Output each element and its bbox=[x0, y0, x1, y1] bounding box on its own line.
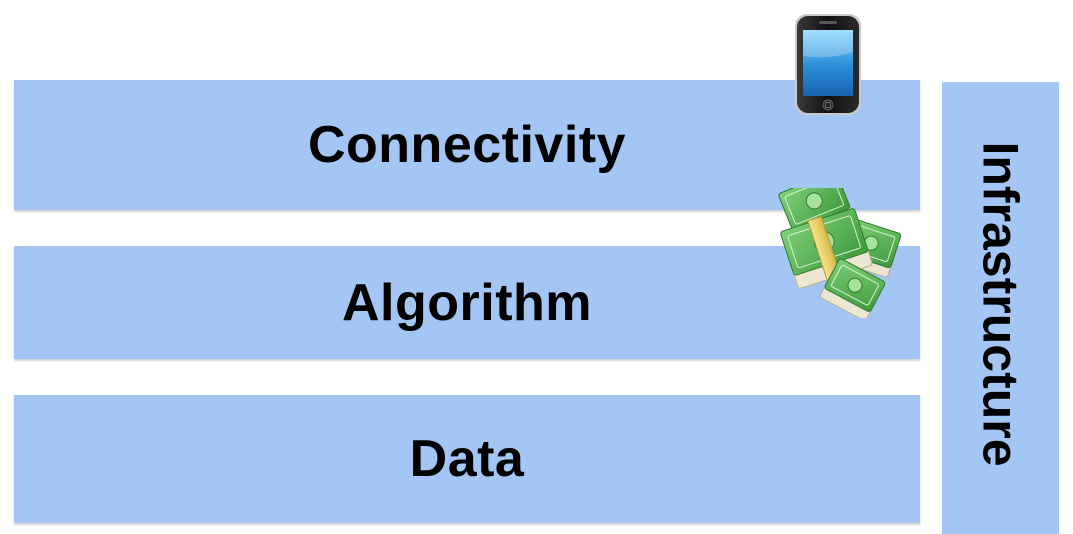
data-label: Data bbox=[409, 430, 525, 488]
algorithm-label: Algorithm bbox=[341, 273, 593, 332]
infrastructure-bar: Infrastructure bbox=[942, 82, 1059, 534]
smartphone-icon bbox=[795, 14, 861, 115]
infrastructure-label: Infrastructure bbox=[972, 141, 1029, 467]
data-layer: Data bbox=[14, 395, 920, 523]
money-stack-icon bbox=[778, 188, 902, 318]
connectivity-layer: Connectivity bbox=[14, 80, 920, 210]
algorithm-layer: Algorithm bbox=[14, 246, 920, 359]
connectivity-label: Connectivity bbox=[307, 116, 627, 174]
